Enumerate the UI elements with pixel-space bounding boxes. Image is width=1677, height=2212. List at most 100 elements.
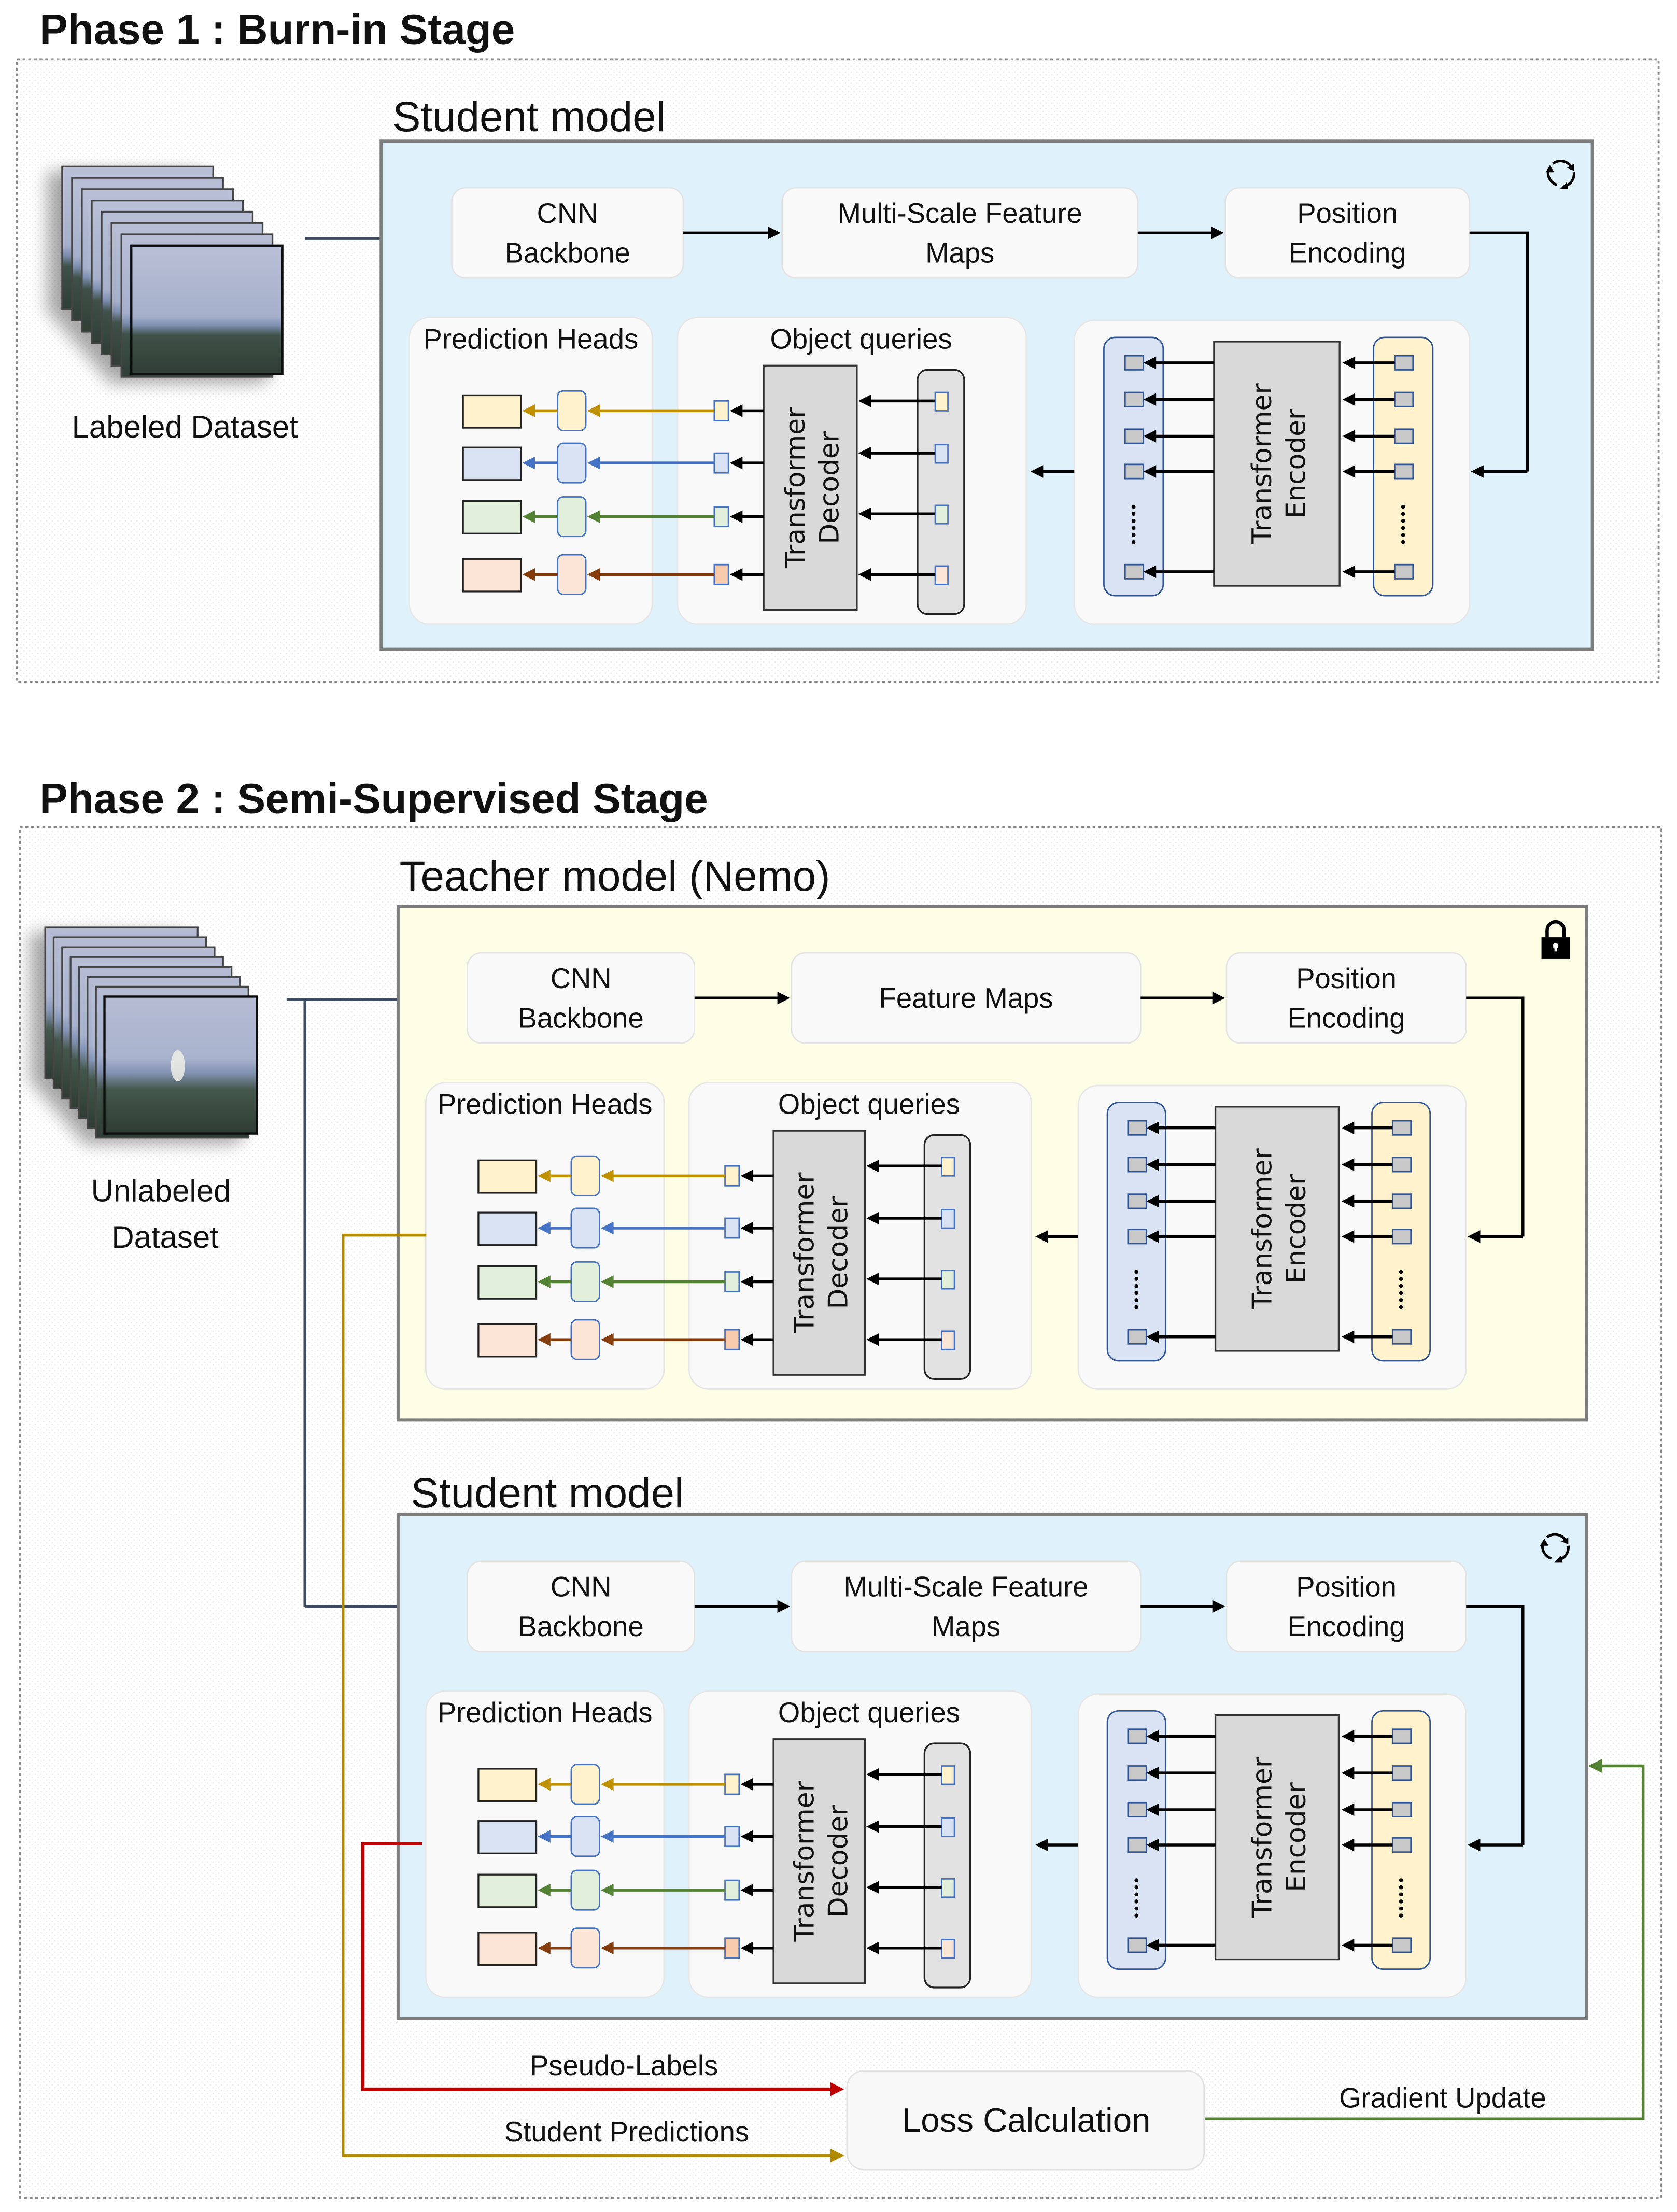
token-to-encoder-arrow	[1341, 1838, 1393, 1852]
encoder-label-line1: Transformer	[1247, 383, 1278, 545]
prediction-output-box	[477, 1265, 538, 1300]
arrow-head	[866, 1941, 879, 1955]
ellipsis-dot	[1131, 526, 1136, 530]
output-to-ffn-arrow	[601, 1333, 725, 1346]
prediction-head-ffn	[557, 442, 587, 484]
refresh-arc	[1546, 1533, 1567, 1541]
arrow-head	[522, 510, 535, 523]
decoder-to-output-arrow	[729, 568, 764, 581]
encoder-label-line2: Encoder	[1281, 1782, 1312, 1892]
decoder-box	[763, 364, 858, 611]
ellipsis-dot	[1131, 540, 1136, 544]
arrow-head	[1035, 1838, 1048, 1852]
object-queries-label: Object queries	[770, 323, 952, 355]
decoder-output-token	[724, 1773, 740, 1795]
position-to-encoder-arrow	[1467, 1230, 1523, 1243]
prediction-heads-panel: Prediction Heads	[408, 317, 653, 625]
ellipsis-dot	[1399, 1277, 1403, 1281]
token-to-encoder-arrow	[1341, 1230, 1393, 1243]
decoder-to-output-arrow	[729, 510, 764, 523]
ellipsis-dot	[1134, 1878, 1139, 1882]
prediction-heads-panel: Prediction Heads	[425, 1690, 665, 1998]
encoder-input-token	[1394, 463, 1414, 480]
arrow-head	[601, 1830, 614, 1843]
encoder-output-token	[1127, 1837, 1147, 1853]
arrow-head	[866, 1820, 879, 1833]
ellipsis-dot	[1131, 504, 1136, 509]
arrow-head	[729, 404, 743, 417]
arrow-head	[1341, 1158, 1355, 1171]
block-label-line1: Multi-Scale Feature	[843, 1571, 1088, 1603]
encoder-label-line2: Encoder	[1281, 1174, 1312, 1284]
encoder-to-token-arrow	[1146, 1330, 1216, 1343]
encoder-to-token-arrow	[1146, 1121, 1216, 1134]
ellipsis-dot	[1399, 1885, 1403, 1890]
decoder-output-token	[713, 563, 729, 585]
encoder-input-ellipsis	[1399, 1270, 1403, 1309]
image-stack	[61, 165, 284, 378]
arrow-head	[1341, 1195, 1355, 1208]
arrow-head	[522, 568, 535, 581]
output-to-ffn-arrow	[601, 1221, 725, 1235]
block-label-line2: Maps	[932, 1611, 1000, 1642]
decoder-output-token	[713, 400, 729, 421]
decoder-output-token	[724, 1271, 740, 1292]
image-stack	[44, 926, 258, 1139]
prediction-output-box	[477, 1211, 538, 1246]
prediction-output-box	[477, 1873, 538, 1908]
phase2-title: Phase 2 : Semi-Supervised Stage	[39, 775, 708, 822]
block-label-line1: Position	[1297, 198, 1398, 229]
token-to-encoder-arrow	[1341, 1766, 1393, 1780]
arrow-head	[587, 568, 600, 581]
decoder-to-output-arrow	[740, 1333, 774, 1346]
query-to-decoder-arrow	[858, 446, 936, 460]
encoder-output-token	[1127, 1765, 1147, 1781]
arrow-head	[866, 1272, 879, 1286]
decoder-box	[772, 1738, 866, 1984]
ffn-to-output-arrow	[522, 568, 558, 581]
ellipsis-dot	[1399, 1906, 1403, 1911]
arrow-head	[1342, 393, 1356, 406]
decoder-to-output-arrow	[729, 404, 764, 417]
arrow-head	[740, 1170, 754, 1182]
encoder-label-line1: Transformer	[1247, 1148, 1278, 1310]
decoder-label-line2: Decoder	[814, 431, 845, 544]
arrow-head	[866, 1159, 879, 1173]
decoder-output-token	[724, 1879, 740, 1901]
prediction-heads-label: Prediction Heads	[438, 1697, 653, 1728]
refresh-icon	[1540, 1533, 1570, 1563]
arrow-head	[1146, 1766, 1159, 1780]
arrow-head	[1143, 465, 1157, 478]
arrow-head	[729, 568, 743, 581]
decoder-output-token	[724, 1165, 740, 1187]
arrow-head	[1211, 227, 1224, 239]
token-to-encoder-arrow	[1342, 565, 1395, 579]
block-label-line1: Position	[1296, 1571, 1397, 1603]
encoder-input-token	[1391, 1329, 1412, 1345]
ellipsis-dot	[1134, 1892, 1139, 1897]
ellipsis-dot	[1399, 1913, 1403, 1918]
ellipsis-dot	[1401, 533, 1405, 537]
ellipsis-dot	[1401, 504, 1405, 509]
encoder-output-token	[1127, 1937, 1147, 1953]
token-to-encoder-arrow	[1342, 393, 1395, 406]
prediction-output-box	[477, 1323, 538, 1358]
encoder-box	[1213, 341, 1341, 587]
features-to-position-arrow	[1137, 227, 1224, 239]
arrow-head	[866, 1881, 879, 1894]
encoder-input-token	[1391, 1765, 1412, 1781]
arrow-head	[1030, 465, 1044, 478]
arrow-head	[740, 1830, 754, 1843]
unlabeled-dataset-image-stack	[44, 926, 258, 1139]
decoder-to-output-arrow	[729, 456, 764, 470]
query-token	[941, 1765, 955, 1785]
arrow-head	[601, 1883, 614, 1897]
teacher-title: Teacher model (Nemo)	[400, 853, 830, 900]
encoder-input-token	[1394, 355, 1414, 371]
encoder-output-token	[1124, 463, 1145, 480]
decoder-output-token	[713, 452, 729, 474]
